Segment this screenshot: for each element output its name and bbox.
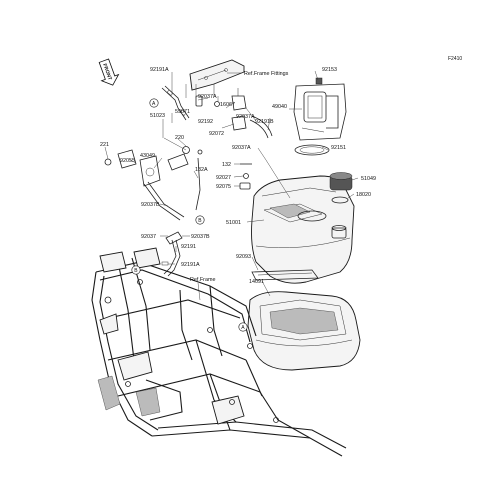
- label-92075: 92075: [216, 184, 231, 190]
- label-92037: 92037: [141, 234, 156, 240]
- tank-guard-92093: [251, 269, 319, 281]
- label-92093: 92093: [236, 254, 251, 260]
- label-92037A-3: 92037A: [232, 145, 251, 151]
- vehicle-frame: [91, 247, 347, 457]
- label-92191B: 92191B: [255, 119, 274, 125]
- label-14091: 14091: [249, 279, 264, 285]
- callout-a-top: A: [149, 98, 159, 108]
- label-92151: 92151: [331, 145, 346, 151]
- label-ref-frame-fittings: Ref.Frame Fittings: [244, 71, 289, 77]
- svg-text:FRONT: FRONT: [101, 63, 113, 81]
- diagram-code: F2410: [448, 56, 462, 62]
- label-51001: 51001: [226, 220, 241, 226]
- label-132A: 132A: [195, 167, 208, 173]
- label-220: 220: [175, 135, 184, 141]
- label-59071: 59071: [175, 109, 190, 115]
- fuel-cock-assembly: [104, 146, 203, 221]
- label-92191: 92191: [181, 244, 196, 250]
- label-92037A-2: 92037A: [236, 114, 255, 120]
- leader-lines: [104, 70, 359, 301]
- svg-text:B: B: [134, 268, 138, 274]
- svg-text:A: A: [241, 325, 245, 331]
- callout-b-middle: B: [195, 215, 205, 225]
- label-ref-frame: Ref.Frame: [190, 277, 215, 283]
- label-49040: 49040: [272, 104, 287, 110]
- frame-fittings-bracket: [189, 59, 245, 96]
- label-92037A-1: 92037A: [198, 94, 217, 100]
- label-92153: 92153: [322, 67, 337, 73]
- part-labels: 92191A Ref.Frame Fittings 92153 59071 92…: [100, 67, 376, 285]
- label-43049: 43049: [140, 153, 155, 159]
- svg-text:B: B: [198, 218, 202, 224]
- tank-guard-14091: [247, 291, 361, 371]
- label-92191A-bottom: 92191A: [181, 262, 200, 268]
- label-18020: 18020: [356, 192, 371, 198]
- fuel-pump-assembly: [293, 77, 347, 156]
- label-92192: 92192: [198, 119, 213, 125]
- callout-b-lower: B: [131, 265, 141, 275]
- callout-a-lower: A: [238, 322, 248, 332]
- label-92037B-2: 92037B: [191, 234, 210, 240]
- svg-text:A: A: [152, 101, 156, 107]
- label-221: 221: [100, 142, 109, 148]
- label-92027: 92027: [216, 175, 231, 181]
- label-92037B-1: 92037B: [141, 202, 160, 208]
- tank-mount-hardware: [239, 163, 252, 190]
- label-92055: 92055: [120, 158, 135, 164]
- label-51049: 51049: [361, 176, 376, 182]
- front-arrow-icon: FRONT: [98, 58, 120, 86]
- hose-clamps-lower: [161, 231, 183, 277]
- label-51023: 51023: [150, 113, 165, 119]
- fuel-tank: [251, 172, 355, 284]
- label-92072: 92072: [209, 131, 224, 137]
- label-16067: 16067: [220, 102, 235, 108]
- label-92191A-top: 92191A: [150, 67, 169, 73]
- label-132: 132: [222, 162, 231, 168]
